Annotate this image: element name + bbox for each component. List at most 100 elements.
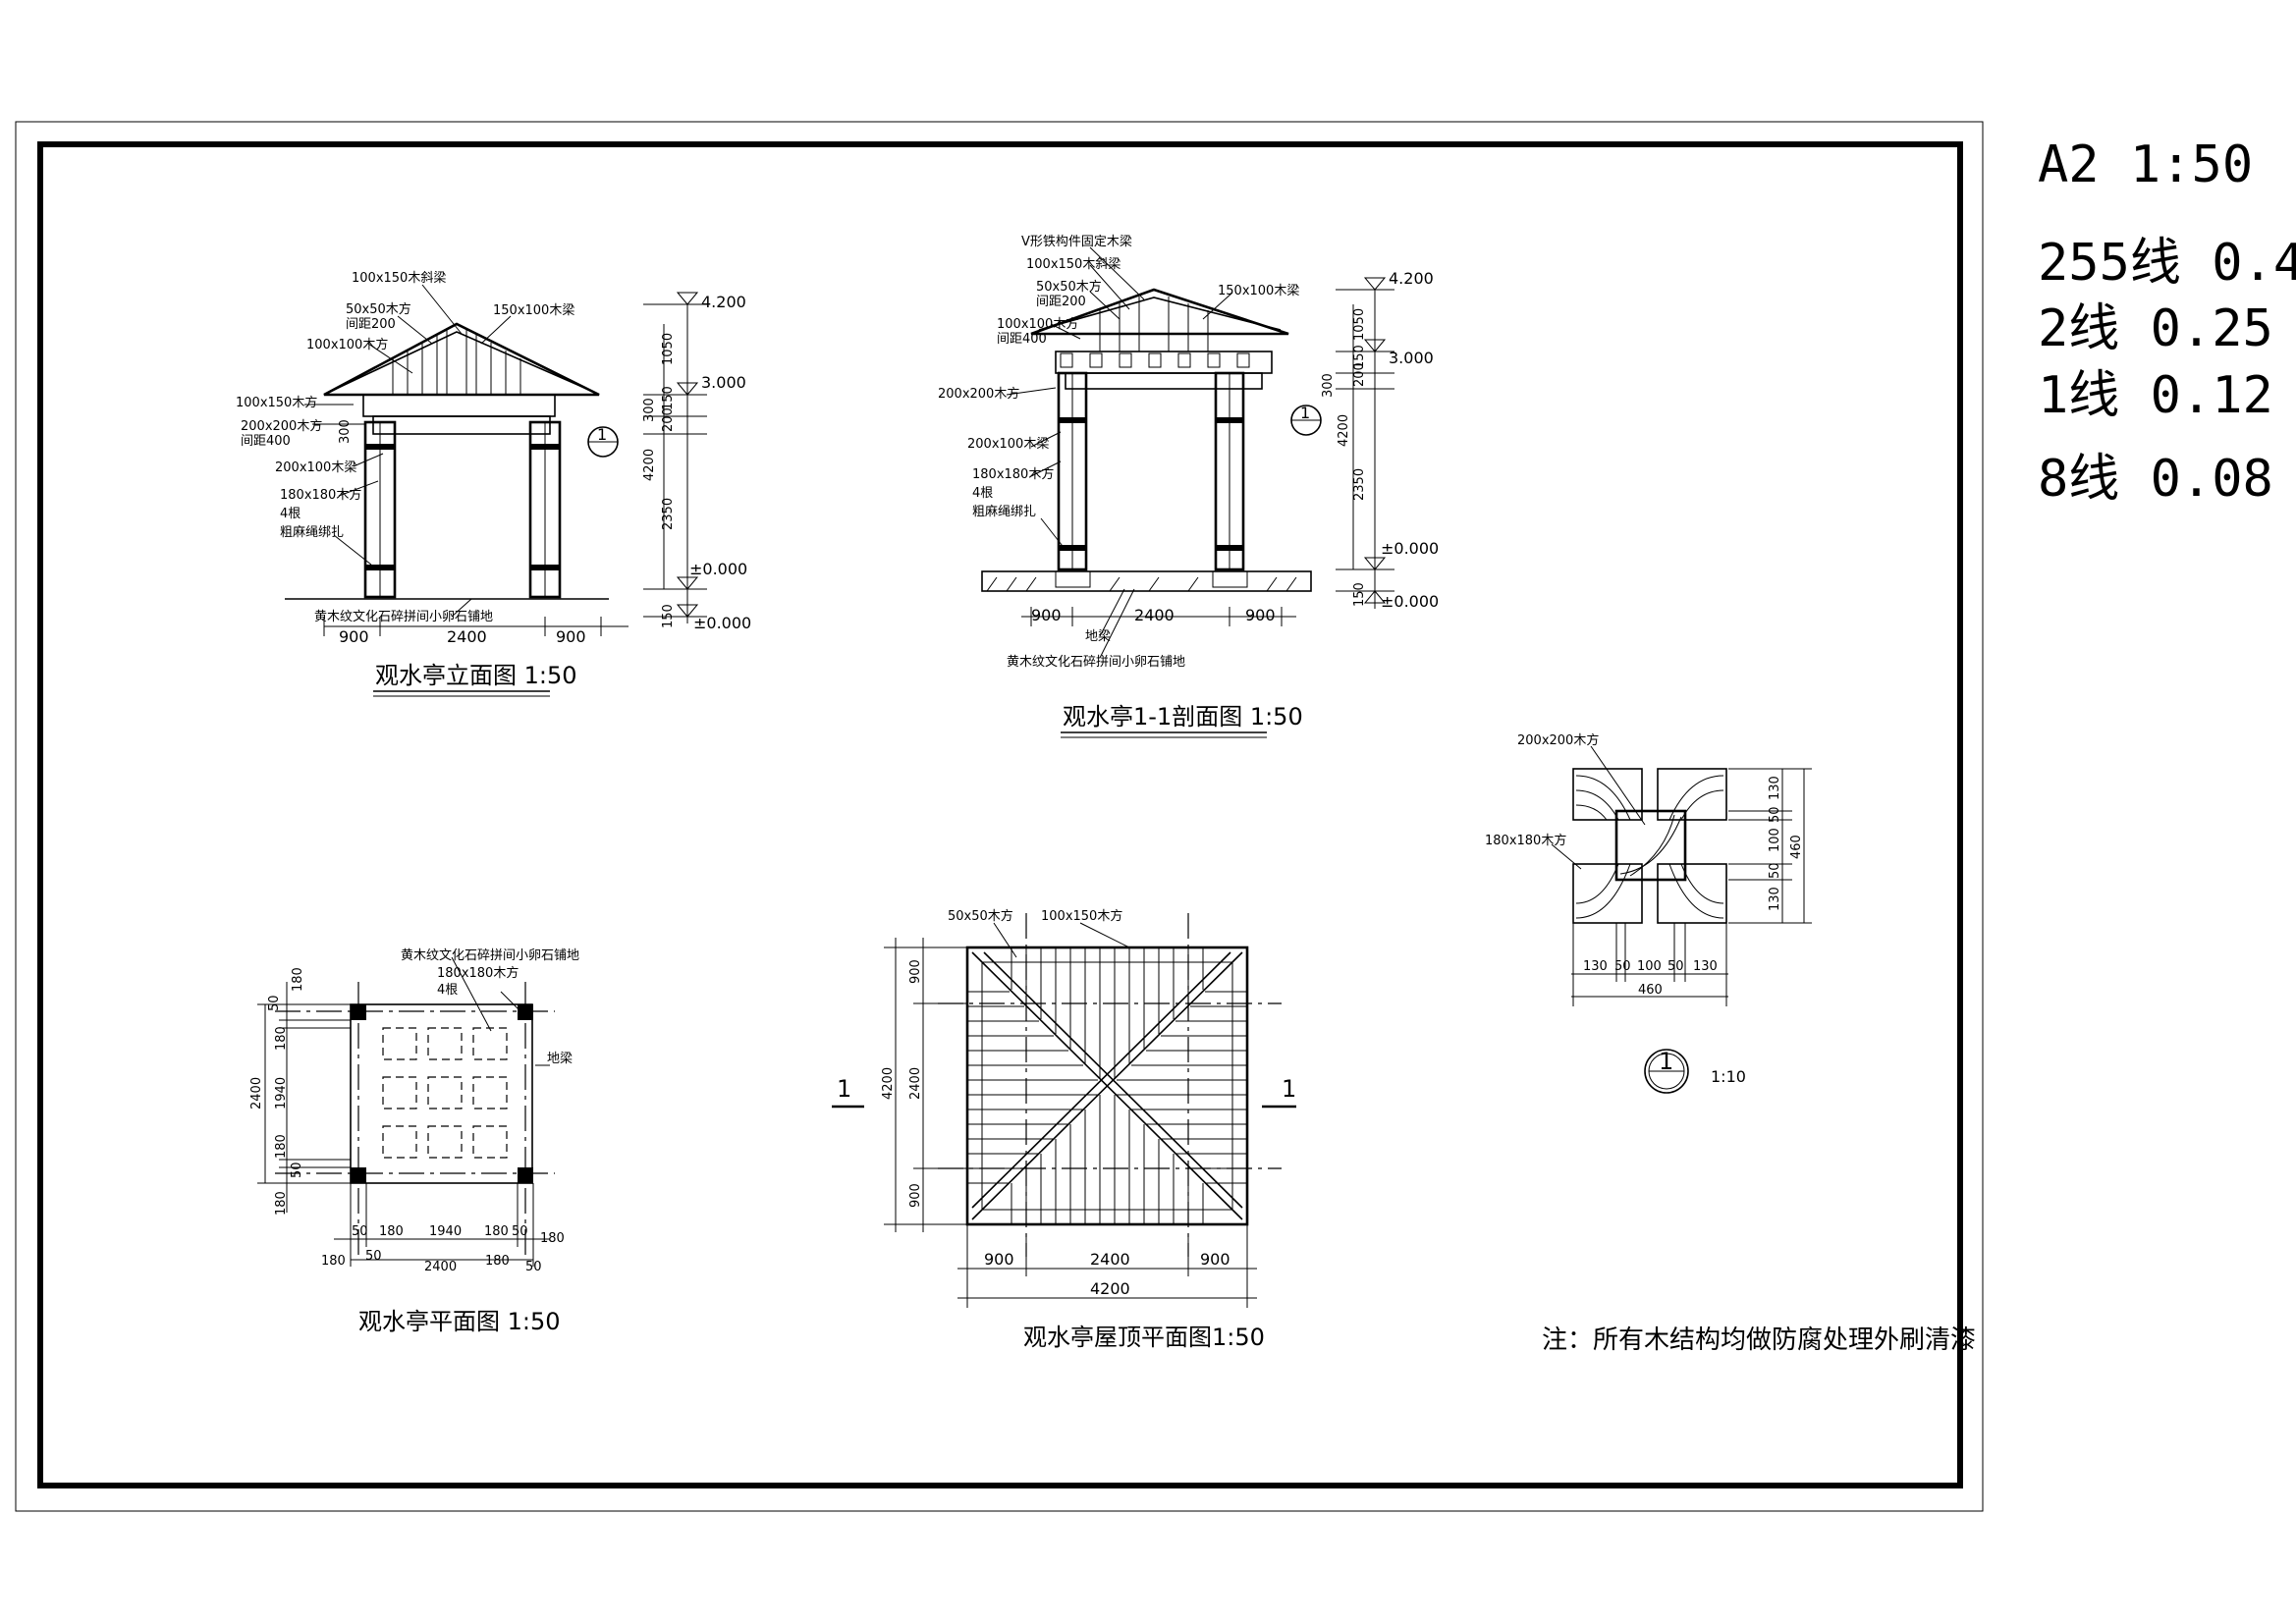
floor-plan: 黄木纹文化石碎拼间小卵石铺地 180x180木方 4根 地梁 180 50 18… [249, 948, 579, 1335]
elevation-title: 观水亭立面图 1:50 [375, 662, 577, 689]
plan-paving-grid [382, 1027, 508, 1159]
section-dim-2350: 2350 [1352, 468, 1367, 501]
elevation-label-wood200: 200x200木方 [241, 418, 322, 434]
elevation-label-post: 180x180木方 [280, 487, 361, 503]
elevation-rafters [392, 330, 521, 395]
detail-post-tl [1572, 768, 1643, 821]
plan-dim-b50b: 50 [512, 1224, 528, 1239]
plan-label-paving: 黄木纹文化石碎拼间小卵石铺地 [401, 948, 579, 963]
detail-dim-h460: 460 [1638, 983, 1663, 998]
section-dim-150b: 150 [1352, 582, 1367, 607]
elevation-dim-1050: 1050 [661, 333, 676, 365]
detail-dim-h100: 100 [1637, 959, 1662, 974]
section-level-eave: 3.000 [1389, 349, 1434, 367]
elevation-dim-300b: 300 [338, 419, 353, 444]
section-label-batten: 50x50木方 [1036, 279, 1102, 295]
elevation-label-rafter: 100x150木斜梁 [352, 271, 446, 286]
section-label-groundbeam: 地梁 [1085, 629, 1111, 644]
plan-dim-b50d: 50 [525, 1260, 542, 1274]
section-roof [1030, 288, 1289, 336]
section-label-rafter: 100x150木斜梁 [1026, 257, 1121, 272]
section-label-wood200: 200x200木方 [938, 386, 1019, 402]
elevation-label-rope: 粗麻绳绑扎 [280, 525, 344, 540]
plan-post-bl [351, 1167, 366, 1183]
section-label-spacing400: 间距400 [997, 332, 1047, 347]
elevation-level-zero: ±0.000 [689, 560, 747, 578]
elevation-label-beam150: 150x100木梁 [493, 303, 574, 318]
elevation-level-eave: 3.000 [701, 373, 746, 392]
plan-dim-v180d: 180 [274, 1191, 289, 1216]
plan-dim-v180b: 180 [274, 1026, 289, 1051]
roof-plan: 50x50木方 100x150木方 1 1 900 2400 900 4200 … [832, 908, 1296, 1351]
plan-dim-b50a: 50 [352, 1224, 368, 1239]
detail-dim-v50b: 50 [1768, 862, 1782, 879]
plan-dim-b180e: 180 [485, 1254, 510, 1269]
roofplan-title: 观水亭屋顶平面图1:50 [1023, 1324, 1265, 1351]
elevation-dim-150b: 150 [661, 604, 676, 628]
detail-label-wood200: 200x200木方 [1517, 732, 1599, 748]
section-dim-300: 300 [1321, 373, 1336, 398]
plan-post-tl [351, 1004, 366, 1020]
elevation-label-spacing200: 间距200 [346, 317, 396, 332]
elevation-label-beam200: 200x100木梁 [275, 460, 356, 475]
section-ground-beam-right [1212, 570, 1248, 588]
pen-legend: A2 1:50 255线 0.40 2线 0.25 1线 0.12 8线 0.0… [2038, 135, 2296, 509]
plan-post-br [518, 1167, 533, 1183]
detail-dim-h130a: 130 [1583, 959, 1608, 974]
roofplan-dim-h4200: 4200 [1090, 1279, 1130, 1298]
section-label-beam200: 200x100木梁 [967, 437, 1049, 452]
elevation-dim-150: 150 [661, 386, 676, 410]
section-dim-150: 150 [1352, 345, 1367, 369]
section-label-posts4: 4根 [972, 486, 993, 501]
plan-dim-b180c: 180 [540, 1231, 565, 1246]
detail-dim-v130b: 130 [1768, 887, 1782, 911]
section-dim-900b: 900 [1245, 606, 1276, 624]
elevation-dim-4200: 4200 [642, 449, 657, 481]
section-label-paving: 黄木纹文化石碎拼间小卵石铺地 [1007, 655, 1185, 670]
section-dim-1050: 1050 [1352, 308, 1367, 341]
plan-dim-v50a: 50 [267, 995, 282, 1011]
section-drawing: V形铁构件固定木梁 100x150木斜梁 50x50木方 间距200 100x1… [938, 235, 1439, 738]
plan-dim-b180a: 180 [379, 1224, 404, 1239]
roofplan-cut-label-left: 1 [837, 1075, 851, 1103]
section-ground-slab [981, 570, 1312, 592]
detail-post-bl [1572, 863, 1643, 924]
detail-marker [1644, 1049, 1689, 1094]
detail-post-br [1657, 863, 1727, 924]
detail-dim-v130a: 130 [1768, 776, 1782, 800]
inner-frame [37, 141, 1963, 1488]
section-rafters [1099, 297, 1209, 352]
elevation-dim-900a: 900 [339, 627, 369, 646]
section-dim-200: 200 [1352, 362, 1367, 387]
plan-label-post: 180x180木方 [437, 965, 519, 981]
legend-pen-3: 1线 0.12 [2038, 366, 2273, 425]
section-dim-2400: 2400 [1134, 606, 1175, 624]
legend-pen-2: 2线 0.25 [2038, 299, 2273, 358]
plan-title: 观水亭平面图 1:50 [358, 1308, 561, 1335]
elevation-label-paving: 黄木纹文化石碎拼间小卵石铺地 [314, 610, 493, 624]
section-ground-beam-left [1055, 570, 1091, 588]
section-dim-900a: 900 [1031, 606, 1062, 624]
legend-paper: A2 1:50 [2038, 135, 2253, 194]
detail-post-tr [1657, 768, 1727, 821]
plan-dim-v180c: 180 [274, 1134, 289, 1159]
roofplan-outline [965, 946, 1249, 1226]
plan-label-posts4: 4根 [437, 983, 458, 998]
plan-dim-v50b: 50 [290, 1162, 304, 1178]
general-note: 注：所有木结构均做防腐处理外刷清漆 [1542, 1325, 1976, 1355]
roofplan-dim-v4200: 4200 [881, 1067, 896, 1100]
section-label-post: 180x180木方 [972, 466, 1054, 482]
plan-dim-v2400: 2400 [249, 1077, 264, 1109]
detail-dim-v100: 100 [1768, 828, 1782, 852]
detail-label-post: 180x180木方 [1485, 833, 1566, 848]
elevation-label-purlin: 100x100木方 [306, 337, 388, 352]
elevation-top-beam [372, 415, 551, 435]
joint-detail: 200x200木方 180x180木方 130 50 100 50 130 46… [1485, 732, 1812, 1094]
legend-pen-1: 255线 0.40 [2038, 234, 2296, 293]
elevation-dim-2350: 2350 [661, 498, 676, 530]
elevation-dim-2400: 2400 [447, 627, 487, 646]
roofplan-dim-v2400: 2400 [908, 1067, 923, 1100]
roofplan-dim-h900a: 900 [984, 1250, 1014, 1269]
elevation-level-top: 4.200 [701, 293, 746, 311]
